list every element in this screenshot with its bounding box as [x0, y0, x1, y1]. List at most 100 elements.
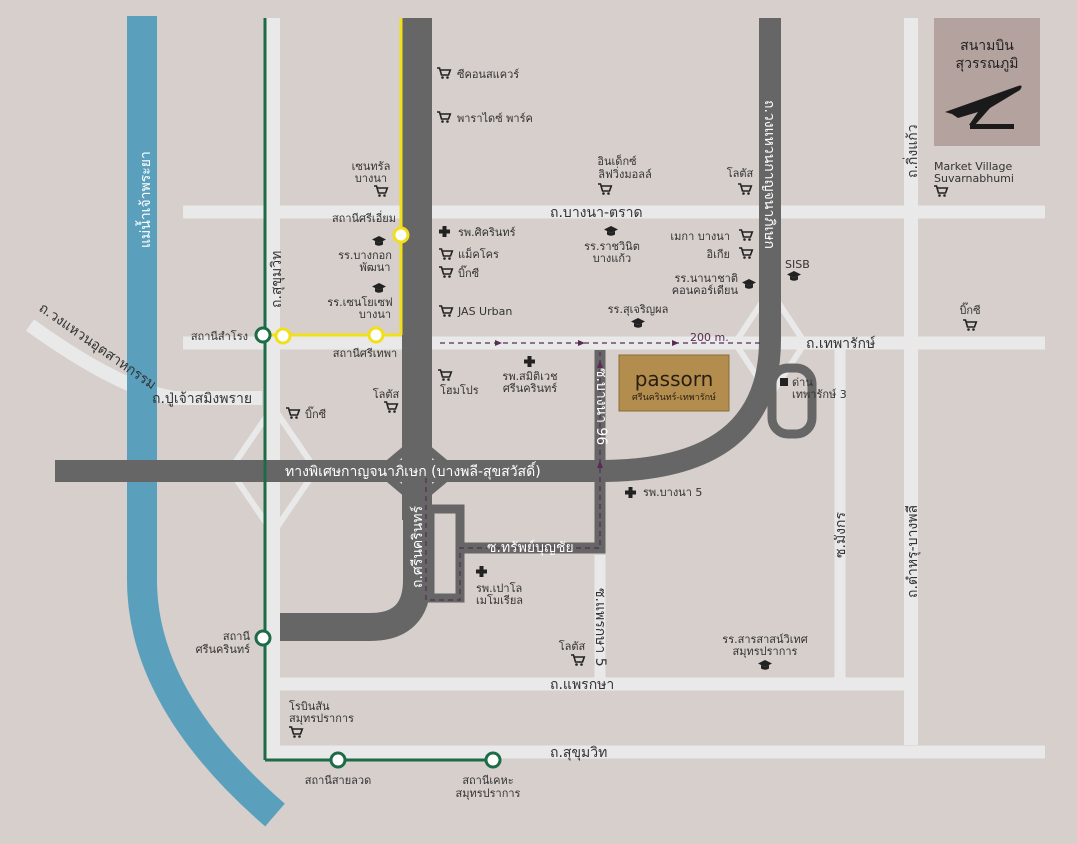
poi-central-1: เซนทรัล — [352, 160, 391, 173]
srinakarin-label: ถ.ศรีนครินทร์ — [409, 505, 426, 588]
shopping-cart-icon — [437, 369, 453, 382]
shopping-cart-icon — [597, 183, 613, 196]
checkpoint-icon — [780, 378, 788, 386]
route-arrows — [495, 340, 679, 468]
school-cap-icon — [372, 236, 386, 246]
poi-samitivej-2: ศรีนครินทร์ — [503, 382, 557, 395]
airport-label-2: สุวรรณภูมิ — [956, 56, 1019, 72]
bangna-trat-label: ถ.บางนา-ตราด — [550, 205, 643, 221]
distance-label: 200 m. — [690, 331, 729, 344]
shopping-cart-icon — [436, 111, 452, 124]
kanchana-v-label: ถ.วงแหวนกาญจนาภิเษก — [761, 100, 777, 249]
poi-paolo-1: รพ.เปาโล — [476, 581, 522, 595]
hospital-cross-icon — [439, 226, 450, 237]
poi-checkpoint-2: เทพารักษ์ 3 — [792, 388, 847, 401]
project-badge[interactable]: passorn ศรีนครินทร์-เทพารักษ์ — [618, 354, 730, 412]
praeksa-label: ถ.แพรกษา — [550, 677, 614, 693]
poi-checkpoint-1: ด่าน — [792, 376, 813, 389]
poi-bangna5: รพ.บางนา 5 — [643, 486, 702, 499]
poi-robinson-1: โรบินสัน — [289, 699, 330, 713]
shopping-cart-icon — [933, 185, 949, 198]
poi-rajavinit-2: บางแก้ว — [593, 252, 631, 265]
poi-robinson-2: สมุทรปราการ — [289, 712, 354, 725]
theparak-label: ถ.เทพารักษ์ — [806, 335, 876, 352]
poi-rajavinit-1: รร.ราชวินิต — [584, 240, 640, 253]
poi-st-joseph-1: รร.เซนโยเซฟ — [327, 295, 392, 309]
station-samrong: สถานีสำโรง — [191, 329, 248, 343]
poi-bangkok-patana-2: พัฒนา — [360, 261, 391, 274]
poi-sarasas-1: รร.สารสาสน์วิเทศ — [722, 633, 807, 646]
poi-bigc-1: บิ๊กซี — [458, 265, 480, 280]
poi-sisb: SISB — [785, 258, 810, 271]
poi-homepro: โฮมโปร — [440, 383, 479, 397]
poi-lotus-bottom: โลตัส — [559, 639, 586, 653]
poi-lotus-top: โลตัส — [727, 166, 754, 180]
poi-sikarin: รพ.ศิครินทร์ — [458, 226, 516, 239]
poi-paolo-2: เมโมเรียล — [476, 593, 523, 607]
shopping-cart-icon — [438, 266, 454, 279]
hospital-cross-icon — [524, 356, 535, 367]
station-kheha-1: สถานีเคหะ — [462, 774, 513, 787]
airplane-icon — [945, 85, 1022, 129]
shopping-cart-icon — [438, 248, 454, 261]
station-srinakarin-2: ศรีนครินทร์ — [196, 643, 250, 656]
route-to-project — [425, 342, 760, 601]
poi-mega-bangna: เมกา บางนา — [670, 230, 730, 243]
shopping-cart-icon — [383, 401, 399, 414]
poi-market-village-2: Suvarnabhumi — [934, 172, 1014, 185]
station-kheha-2: สมุทรปราการ — [456, 787, 521, 800]
tamru-bangplee-label: ถ.ตำหรุ-บางพลี — [905, 505, 921, 598]
poi-st-joseph-2: บางนา — [359, 308, 391, 321]
school-cap-icon — [742, 279, 756, 289]
poi-concordian-2: คอนคอร์เดียน — [672, 284, 739, 297]
river — [127, 16, 285, 827]
school-cap-icon — [372, 283, 386, 293]
poi-sarasas-2: สมุทรปราการ — [733, 645, 798, 658]
shopping-cart-icon — [737, 183, 753, 196]
poi-seacon: ซีคอนสแควร์ — [457, 68, 519, 81]
school-cap-icon — [604, 226, 618, 236]
shopping-cart-icon — [373, 185, 389, 198]
shopping-cart-icon — [438, 305, 454, 318]
sukhumvit-h-label: ถ.สุขุมวิท — [550, 745, 607, 761]
school-cap-icon — [787, 271, 801, 281]
poi-jas-urban: JAS Urban — [457, 305, 512, 318]
shopping-cart-icon — [285, 407, 301, 420]
shopping-cart-icon — [962, 319, 978, 332]
soi-sapboonchai-label: ซ.ทรัพย์บุญชัย — [487, 539, 574, 556]
poi-sucharoen: รร.สุเจริญผล — [608, 303, 669, 316]
shopping-cart-icon — [738, 247, 754, 260]
station-sailuat: สถานีสายลวด — [305, 774, 371, 787]
poi-lotus-mid: โลตัส — [373, 387, 400, 401]
poi-concordian-1: รร.นานาชาติ — [675, 272, 739, 285]
station-dots — [254, 226, 502, 769]
expressway-label: ทางพิเศษกาญจนาภิเษก (บางพลี-สุขสวัสดิ์) — [285, 461, 541, 480]
airport-label-1: สนามบิน — [960, 38, 1014, 54]
major-roads — [55, 18, 817, 641]
shopping-cart-icon — [436, 67, 452, 80]
poi-index-1: อินเด็กซ์ — [597, 154, 637, 168]
pu-chao-label: ถ.ปู่เจ้าสมิงพราย — [152, 391, 252, 407]
poi-ikea: อิเกีย — [706, 248, 730, 261]
airport-box: สนามบิน สุวรรณภูมิ — [934, 18, 1040, 146]
soi-bangna-96-label: ซ.บางนา 96 — [593, 368, 609, 445]
river-label: แม่น้ำเจ้าพระยา — [135, 151, 154, 248]
station-srinakarin-1: สถานี — [223, 630, 251, 643]
station-sri-thepa: สถานีศรีเทพา — [333, 347, 397, 360]
minor-roads — [25, 18, 1045, 760]
poi-market-village-1: Market Village — [934, 160, 1012, 173]
poi-paradise: พาราไดซ์ พาร์ค — [457, 112, 533, 125]
poi-makro: แม็คโคร — [458, 247, 499, 261]
hospital-cross-icon — [476, 566, 487, 577]
project-name: passorn — [635, 367, 714, 391]
shopping-cart-icon — [738, 229, 754, 242]
shopping-cart-icon — [288, 726, 304, 739]
sukhumvit-v-label: ถ.สุขุมวิท — [269, 251, 285, 308]
poi-samitivej-1: รพ.สมิติเวช — [502, 370, 557, 383]
shopping-cart-icon — [570, 654, 586, 667]
king-kaew-label: ถ.กิ่งแก้ว — [903, 124, 921, 178]
station-sri-iam: สถานีศรีเอี่ยม — [332, 210, 396, 225]
school-cap-icon — [758, 660, 772, 670]
poi-bigc-3: บิ๊กซี — [305, 406, 327, 421]
